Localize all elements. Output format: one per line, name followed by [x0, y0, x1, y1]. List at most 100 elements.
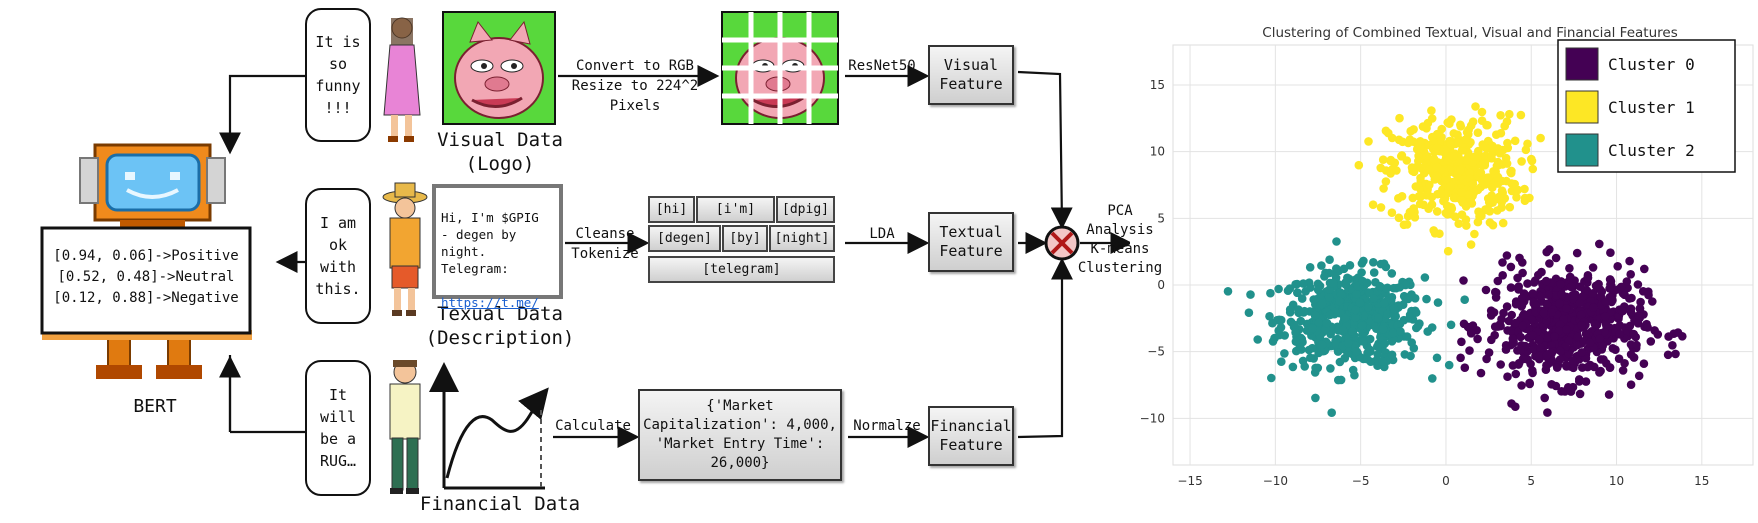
cluster-1-point	[1429, 154, 1439, 164]
cluster-0-point	[1491, 287, 1500, 297]
cluster-2-point	[1344, 338, 1353, 348]
cluster-0-point	[1528, 289, 1538, 298]
cluster-2-point	[1357, 321, 1367, 330]
cluster-0-point	[1578, 292, 1588, 301]
cluster-0-point	[1576, 310, 1586, 320]
cluster-2-point	[1332, 237, 1341, 246]
cluster-0-point	[1671, 349, 1680, 359]
cluster-0-point	[1583, 362, 1592, 372]
cluster-2-point	[1410, 294, 1420, 303]
cluster-2-point	[1359, 256, 1368, 266]
cluster-1-point	[1505, 202, 1515, 212]
cluster-1-point	[1399, 220, 1409, 230]
legend-label: Cluster 2	[1608, 141, 1695, 160]
cluster-2-point	[1291, 328, 1300, 337]
cluster-0-point	[1636, 297, 1645, 307]
cluster-0-point	[1555, 320, 1565, 329]
description-frame	[432, 184, 563, 299]
cluster-2-point	[1396, 327, 1405, 336]
cluster-0-point	[1601, 297, 1611, 307]
cluster-0-point	[1577, 348, 1587, 357]
token-im: [i'm]	[696, 196, 775, 223]
cluster-1-point	[1432, 162, 1442, 172]
cluster-0-point	[1638, 287, 1648, 296]
cluster-0-point	[1562, 325, 1571, 334]
normalize-label: Normalze	[853, 418, 921, 434]
cluster-2-point	[1268, 337, 1278, 346]
cluster-0-point	[1573, 340, 1582, 350]
token-degen: [degen]	[648, 225, 721, 252]
cluster-2-point	[1223, 287, 1233, 296]
cluster-1-point	[1480, 159, 1490, 168]
cluster-2-point	[1402, 332, 1412, 341]
cluster-2-point	[1351, 313, 1360, 322]
textual-data-caption: Texual Data (Description)	[425, 303, 575, 349]
cluster-1-point	[1503, 138, 1512, 148]
cluster-0-point	[1595, 239, 1604, 249]
cluster-1-point	[1432, 207, 1442, 216]
cluster-1-point	[1408, 193, 1418, 203]
bert-robot-icon	[42, 143, 252, 379]
cluster-2-point	[1276, 323, 1286, 332]
visual-feature-box: Visual Feature	[928, 45, 1014, 105]
cluster-2-point	[1334, 375, 1343, 385]
cluster-1-point	[1464, 190, 1473, 199]
cluster-2-point	[1335, 296, 1344, 306]
cluster-0-point	[1598, 341, 1607, 351]
cluster-0-point	[1518, 354, 1528, 364]
cluster-0-point	[1583, 273, 1593, 283]
cluster-1-point	[1477, 107, 1487, 117]
y-tick-label: 10	[1150, 145, 1165, 159]
cluster-2-point	[1306, 353, 1315, 363]
cluster-0-point	[1606, 248, 1615, 257]
cluster-0-point	[1605, 284, 1614, 293]
cluster-2-point	[1246, 290, 1255, 299]
cluster-1-point	[1510, 136, 1520, 146]
cluster-1-point	[1424, 204, 1433, 213]
cluster-2-point	[1357, 268, 1366, 277]
cluster-0-point	[1507, 327, 1517, 336]
cluster-0-point	[1566, 282, 1576, 292]
visual-data-caption: Visual Data (Logo)	[437, 129, 563, 175]
cluster-2-point	[1365, 334, 1375, 344]
cluster-0-point	[1544, 290, 1554, 300]
cluster-1-point	[1470, 229, 1479, 239]
cluster-0-point	[1589, 362, 1599, 372]
cluster-1-point	[1443, 246, 1453, 256]
cluster-0-point	[1633, 319, 1643, 328]
cluster-0-point	[1634, 371, 1644, 381]
cluster-1-point	[1465, 168, 1474, 178]
cluster-1-point	[1407, 163, 1417, 172]
cluster-2-point	[1332, 340, 1341, 350]
cluster-1-point	[1395, 113, 1404, 123]
telegram-link[interactable]: https://t.me/	[441, 295, 539, 310]
cluster-0-point	[1501, 345, 1511, 354]
cluster-1-point	[1470, 152, 1479, 161]
cluster-1-point	[1415, 199, 1425, 209]
token-by: [by]	[722, 225, 768, 252]
cluster-0-point	[1575, 375, 1584, 384]
cluster-0-point	[1456, 353, 1465, 363]
cluster-2-point	[1322, 318, 1332, 328]
description-body: Hi, I'm $GPIG - degen by night. Telegram…	[441, 210, 539, 276]
cluster-2-point	[1314, 318, 1324, 327]
cluster-0-point	[1542, 361, 1551, 370]
cluster-1-point	[1513, 185, 1523, 195]
cluster-0-point	[1646, 337, 1656, 346]
cluster-0-point	[1565, 264, 1574, 273]
cluster-0-point	[1585, 338, 1595, 348]
cluster-2-point	[1333, 347, 1343, 356]
cluster-1-point	[1381, 126, 1391, 136]
cluster-0-point	[1543, 408, 1552, 417]
cluster-1-point	[1446, 182, 1455, 191]
cluster-1-point	[1394, 213, 1404, 223]
cluster-2-point	[1389, 304, 1399, 314]
cluster-2-point	[1244, 308, 1254, 318]
cluster-0-point	[1528, 368, 1537, 378]
bert-label: BERT	[133, 396, 177, 417]
legend-swatch	[1565, 47, 1599, 81]
cluster-2-point	[1369, 258, 1378, 267]
cluster-1-point	[1462, 156, 1471, 166]
cluster-0-point	[1673, 328, 1683, 337]
token-hi: [hi]	[648, 196, 695, 223]
